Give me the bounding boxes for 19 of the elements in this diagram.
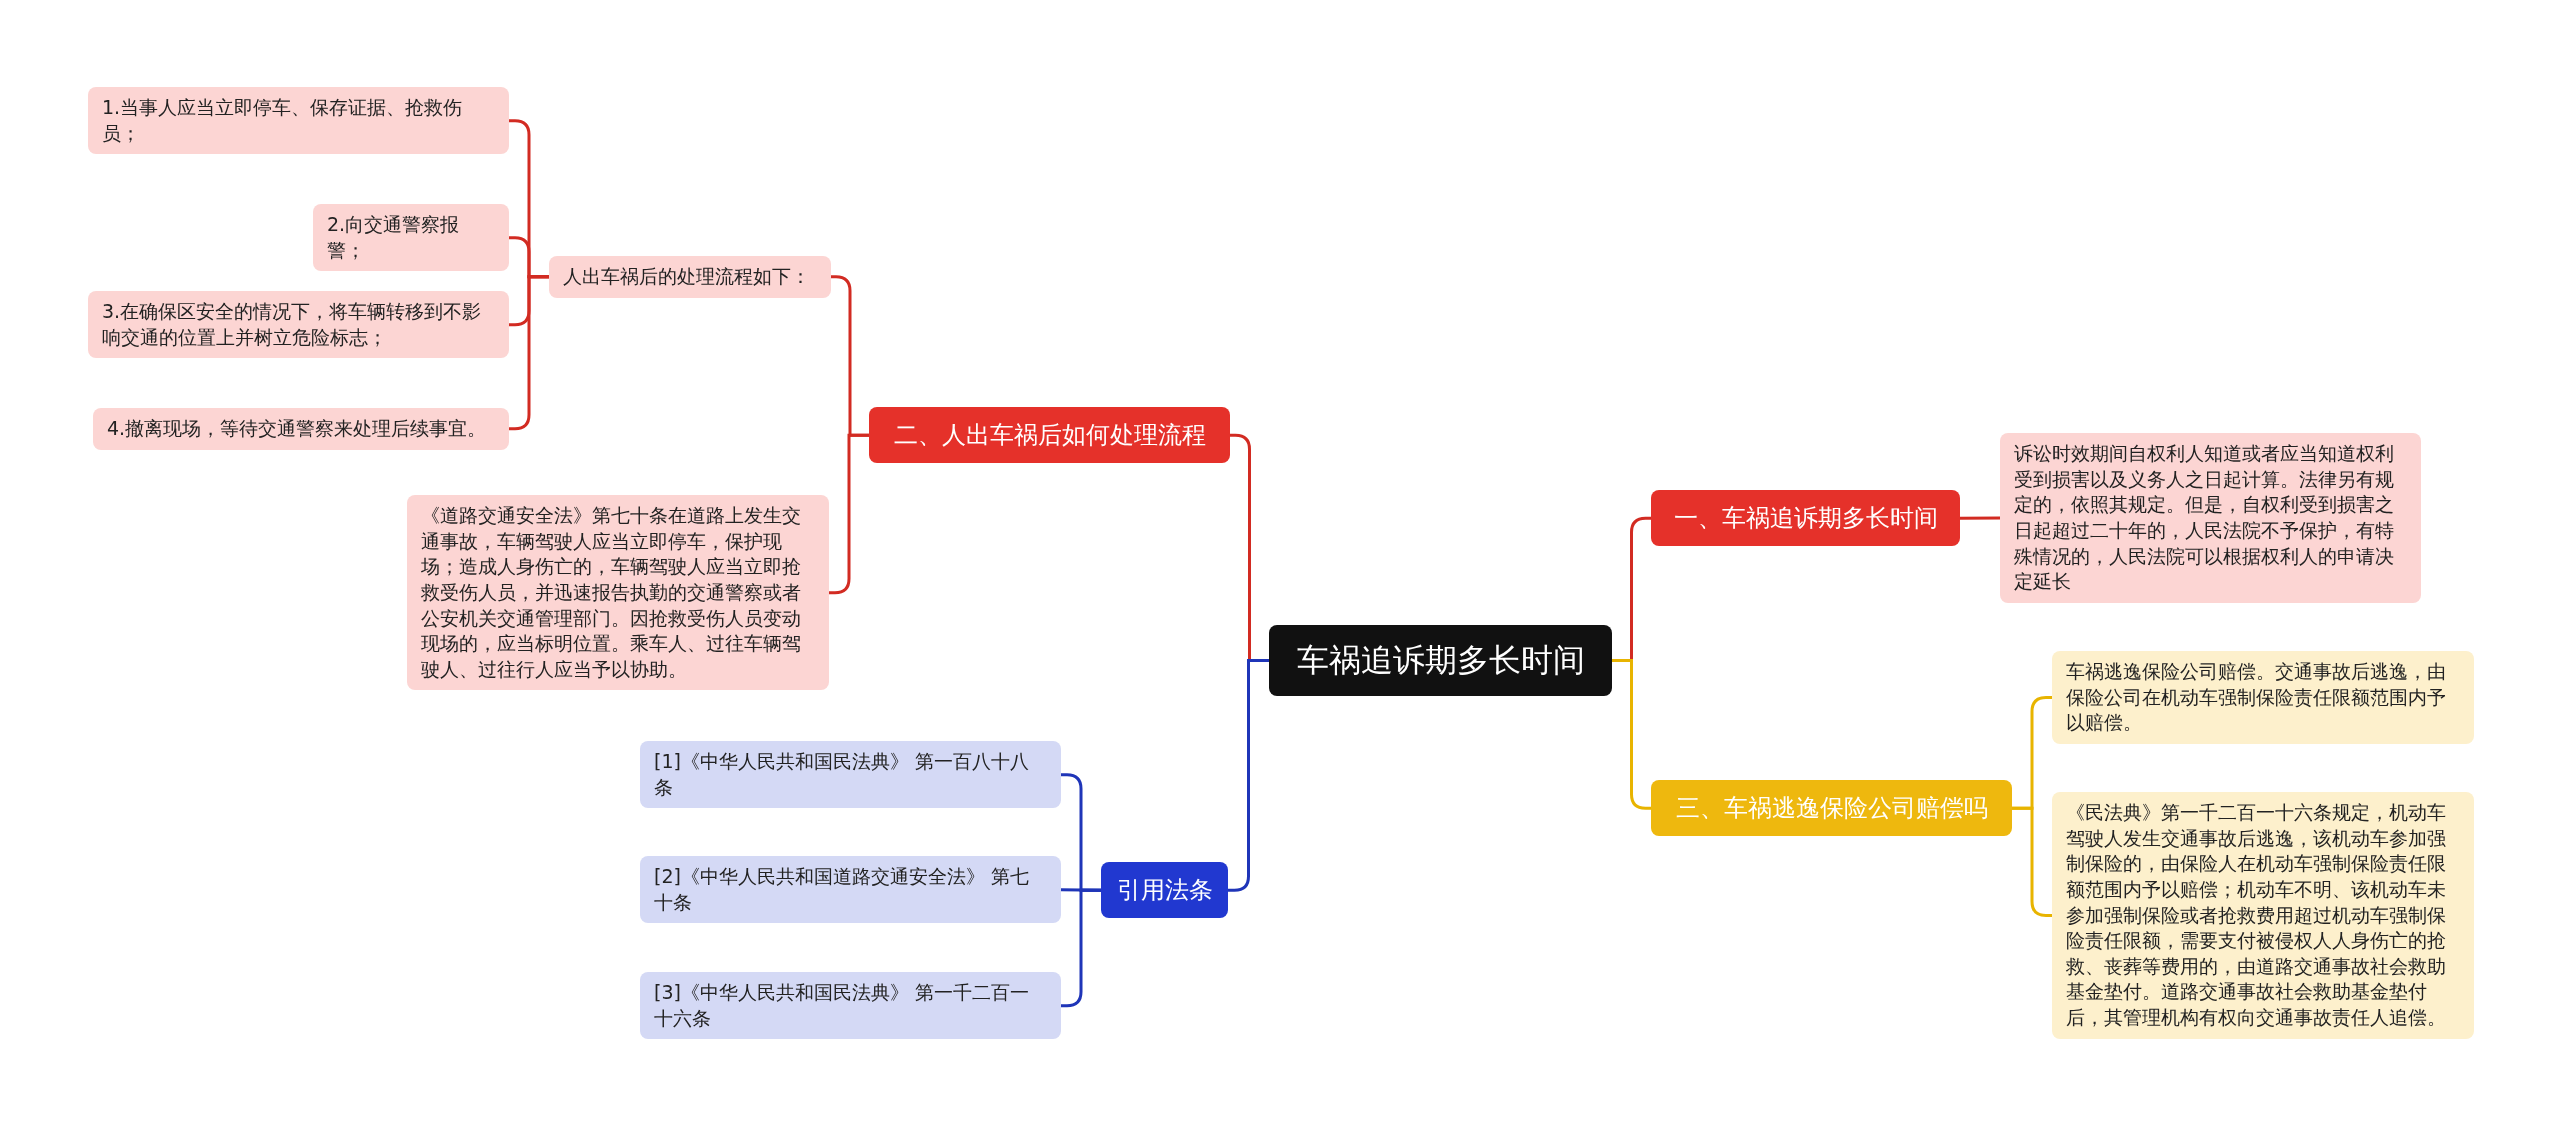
leaf-box: 3.在确保区安全的情况下，将车辆转移到不影响交通的位置上并树立危险标志； <box>88 291 509 359</box>
branch-topic-box: 三、车祸逃逸保险公司赔偿吗 <box>1651 780 2012 837</box>
leaf-box: 诉讼时效期间自权利人知道或者应当知道权利受到损害以及义务人之日起计算。法律另有规定的，依照其规定。但是，自权利受到损害之日起超过二十年的，人民法院不予保护，有特殊情况的，人民法院可以根据权利人的申请决定延长 <box>2000 433 2421 603</box>
branch-topic-box: 一、车祸追诉期多长时间 <box>1651 490 1960 547</box>
leaf-box: [2]《中华人民共和国道路交通安全法》 第七十条 <box>640 856 1061 924</box>
connector-line <box>1960 516 2000 520</box>
leaf-box: 《道路交通安全法》第七十条在道路上发生交通事故，车辆驾驶人应当立即停车，保护现场；造成人身伤亡的，车辆驾驶人应当立即抢救受伤人员，并迅速报告执勤的交通警察或者公安机关交通管理部门。因抢救受伤人员变动现场的，应当标明位置。乘车人、过往车辆驾驶人、过往行人应当予以协助。 <box>407 495 829 691</box>
leaf-box: 《民法典》第一千二百一十六条规定，机动车驾驶人发生交通事故后逃逸，该机动车参加强制保险的，由保险人在机动车强制保险责任限额范围内予以赔偿；机动车不明、该机动车未参加强制保险或者抢救费用超过机动车强制保险责任限额，需要支付被侵权人人身伤亡的抢救、丧葬等费用的，由道路交通事故社会救助基金垫付。道路交通事故社会救助基金垫付后，其管理机构有权向交通事故责任人追偿。 <box>2052 792 2474 1039</box>
root-topic-box: 车祸追诉期多长时间 <box>1269 625 1612 697</box>
leaf-box: 1.当事人应当立即停车、保存证据、抢救伤员； <box>88 87 509 155</box>
subtopic-box: 人出车祸后的处理流程如下： <box>549 256 831 298</box>
connector-line <box>1228 659 1269 892</box>
leaf-box: 2.向交通警察报警； <box>313 204 509 272</box>
branch-topic-box: 二、人出车祸后如何处理流程 <box>869 407 1230 464</box>
branch-topic-box: 引用法条 <box>1101 862 1228 919</box>
leaf-box: [1]《中华人民共和国民法典》 第一百八十八条 <box>640 741 1061 809</box>
leaf-box: 车祸逃逸保险公司赔偿。交通事故后逃逸，由保险公司在机动车强制保险责任限额范围内予以赔偿。 <box>2052 651 2474 744</box>
leaf-box: [3]《中华人民共和国民法典》 第一千二百一十六条 <box>640 972 1061 1040</box>
leaf-box: 4.撤离现场，等待交通警察来处理后续事宜。 <box>93 408 509 450</box>
